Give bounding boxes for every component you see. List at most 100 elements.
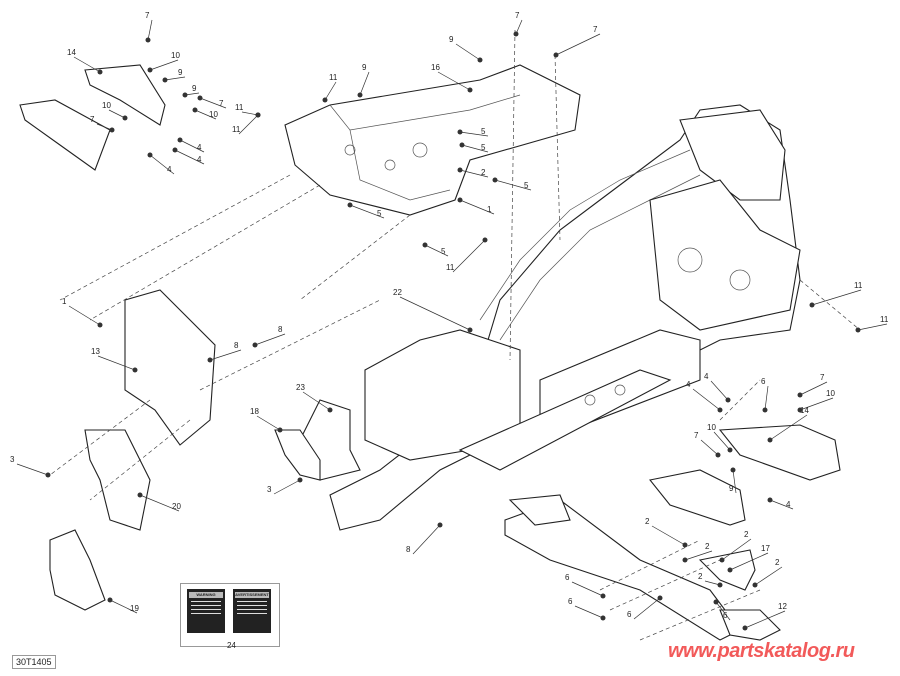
fastener-icon (277, 427, 283, 433)
callout-number: 10 (826, 389, 835, 398)
fastener-icon (122, 115, 128, 121)
callout-number: 4 (197, 155, 202, 164)
leader-line (108, 109, 126, 119)
fastener-icon (109, 127, 115, 133)
callout-number: 22 (393, 288, 402, 297)
callout-number: 7 (694, 431, 699, 440)
leader-line (459, 131, 489, 137)
leader-line (199, 97, 227, 109)
leader-line (424, 244, 449, 257)
leader-line (139, 494, 180, 512)
leader-line (194, 109, 217, 120)
callout-number: 9 (362, 63, 367, 72)
callout-number: 5 (524, 181, 529, 190)
fastener-icon (177, 137, 183, 143)
leader-line (149, 154, 175, 175)
callout-number: 11 (446, 263, 455, 272)
fastener-icon (725, 397, 731, 403)
fastener-icon (207, 357, 213, 363)
callout-5: 5 (347, 202, 385, 219)
callout-4: 4 (704, 372, 731, 403)
leader-line (769, 499, 794, 510)
callout-number: 7 (820, 373, 825, 382)
callout-2: 2 (698, 572, 723, 588)
leader-line (729, 552, 769, 571)
leader-line (732, 469, 737, 494)
callout-5: 5 (492, 177, 532, 191)
fastener-icon (730, 467, 736, 473)
leader-line (571, 581, 604, 597)
fastener-icon (255, 112, 261, 118)
callout-number: 10 (171, 51, 180, 60)
callout-number: 7 (145, 11, 150, 20)
callout-14: 14 (767, 406, 809, 443)
callout-number: 4 (167, 165, 172, 174)
callout-number: 9 (449, 35, 454, 44)
callout-4: 4 (767, 497, 794, 510)
fastener-icon (327, 407, 333, 413)
callout-number: 5 (481, 143, 486, 152)
leader-line (73, 56, 101, 73)
leader-line (452, 239, 486, 273)
callout-number: 6 (761, 377, 766, 386)
callout-11: 11 (322, 73, 338, 103)
callout-7: 7 (197, 95, 227, 109)
warning-decal-fr: AVERTISSEMENT (233, 589, 271, 633)
leader-line (799, 381, 828, 396)
fastener-icon (132, 367, 138, 373)
upper-front-frame (284, 64, 581, 216)
callout-number: 6 (627, 610, 632, 619)
callout-18: 18 (250, 407, 283, 433)
leader-line (109, 599, 138, 614)
fastener-icon (513, 31, 519, 37)
callout-number: 14 (67, 48, 76, 57)
callout-number: 14 (800, 406, 809, 415)
main-frame (329, 104, 801, 531)
leader-line (692, 388, 721, 411)
callout-number: 11 (329, 73, 338, 82)
leader-line (68, 305, 101, 326)
callout-number: 5 (441, 247, 446, 256)
callout-3: 3 (10, 455, 51, 478)
callout-number: 6 (565, 573, 570, 582)
fastener-icon (437, 522, 443, 528)
callout-number: 4 (786, 500, 791, 509)
callout-13: 13 (91, 347, 138, 373)
leader-line (713, 431, 731, 451)
leader-line (857, 323, 888, 331)
callout-number: 11 (880, 315, 889, 324)
callout-5: 5 (459, 142, 489, 153)
fastener-icon (713, 599, 719, 605)
callout-6: 6 (627, 595, 663, 620)
callout-1: 1 (62, 297, 103, 328)
callout-14: 14 (67, 48, 103, 75)
callout-number: 5 (481, 127, 486, 136)
fastener-icon (45, 472, 51, 478)
leader-line (96, 123, 113, 131)
leader-line (302, 391, 331, 411)
callout-11: 11 (809, 281, 863, 308)
callout-9: 9 (182, 84, 200, 98)
callout-8: 8 (252, 325, 286, 348)
fastener-icon (715, 452, 721, 458)
fastener-icon (147, 152, 153, 158)
callout-number: 6 (723, 611, 728, 620)
fastener-icon (97, 322, 103, 328)
callout-number: 5 (377, 209, 382, 218)
fastener-icon (727, 567, 733, 573)
callout-number: 9 (178, 68, 183, 77)
fastener-icon (492, 177, 498, 183)
leader-line (164, 76, 186, 81)
callout-number: 8 (278, 325, 283, 334)
leader-line (254, 333, 286, 346)
diagram-id-label: 30T1405 (12, 655, 56, 669)
fastener-icon (762, 407, 768, 413)
callout-3: 3 (267, 477, 303, 495)
callout-2: 2 (719, 530, 752, 563)
callout-number: 1 (62, 297, 67, 306)
leader-line (715, 601, 731, 621)
decal-title-fr: AVERTISSEMENT (235, 592, 269, 598)
callout-4: 4 (177, 137, 205, 153)
fastener-icon (107, 597, 113, 603)
